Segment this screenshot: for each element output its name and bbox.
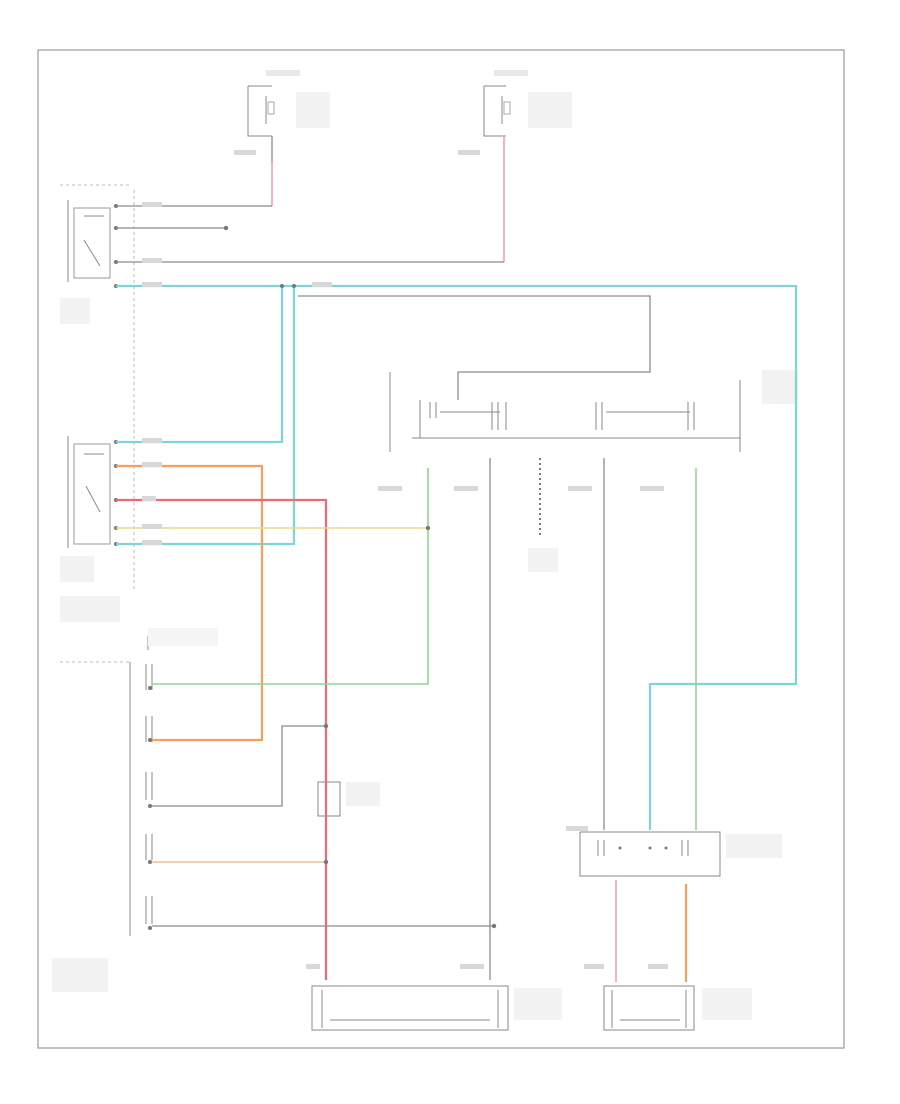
fuse-icon xyxy=(503,101,511,115)
park-relay-label xyxy=(60,556,94,582)
driver-motor-label xyxy=(514,988,562,1020)
power-relay-label xyxy=(60,298,90,324)
fuse-box-right-label xyxy=(528,92,572,128)
junction-dot xyxy=(323,723,329,729)
park-relay-note xyxy=(60,596,120,622)
wire-label xyxy=(640,486,664,491)
passenger-motor xyxy=(603,985,752,1031)
switch-header-label xyxy=(148,628,218,646)
driver-switch-label xyxy=(52,958,108,992)
wire-label xyxy=(142,462,162,467)
wire-label xyxy=(458,150,480,155)
junction-dot xyxy=(491,923,497,929)
ground-point xyxy=(528,458,558,572)
relay-body xyxy=(73,443,111,545)
wire-label xyxy=(142,258,162,263)
wire-cyan xyxy=(116,286,296,546)
junction-dot xyxy=(223,225,229,231)
wire-label xyxy=(142,496,156,501)
park-relay xyxy=(60,436,120,622)
resistor-body xyxy=(317,781,341,817)
wire-label xyxy=(568,486,592,491)
wire-label xyxy=(312,282,332,287)
wire-label xyxy=(460,964,484,969)
driver-memory-switch xyxy=(389,370,798,452)
wire-label xyxy=(142,524,162,529)
resistor-module xyxy=(317,781,380,817)
passenger-switch xyxy=(579,831,782,877)
passenger-motor-label xyxy=(702,988,752,1020)
fuse-icon xyxy=(267,101,275,115)
junction-dot xyxy=(323,859,329,865)
wire-label xyxy=(142,202,162,207)
wire-label xyxy=(566,826,588,831)
junction-dot xyxy=(280,284,284,288)
fuse-box-left-label xyxy=(296,92,330,128)
switch-contact xyxy=(145,664,153,690)
diagram-frame xyxy=(37,49,845,1049)
switch-contact xyxy=(145,772,153,808)
fuse-box-right-header xyxy=(494,70,528,76)
driver-motor xyxy=(311,985,562,1031)
passenger-switch-label xyxy=(726,834,782,858)
wire-label xyxy=(234,150,256,155)
fuse-box-left xyxy=(247,70,330,137)
driver-motor-body xyxy=(311,985,509,1031)
fuse-box-right xyxy=(483,70,572,137)
resistor-label xyxy=(346,782,380,806)
driver-door-switch xyxy=(52,628,218,992)
wire-green xyxy=(152,468,429,685)
wire-cyan xyxy=(116,286,284,444)
driver-memory-switch-label xyxy=(762,370,798,404)
wire-gray xyxy=(298,295,651,400)
wire-label xyxy=(648,964,668,969)
wire-label xyxy=(584,964,604,969)
wire-label xyxy=(378,486,402,491)
passenger-motor-body xyxy=(603,985,695,1031)
relay-body xyxy=(73,207,111,279)
switch-contact xyxy=(145,716,153,742)
junction-dot xyxy=(292,284,296,288)
wire-red xyxy=(116,498,328,980)
wire-cyan xyxy=(116,284,798,830)
wire-orange xyxy=(116,464,264,742)
wire-label xyxy=(306,964,320,969)
wire-label xyxy=(142,438,162,443)
fuse-box-left-header xyxy=(266,70,300,76)
switch-contact xyxy=(145,834,153,864)
wire-label xyxy=(454,486,478,491)
junction-dot xyxy=(425,525,431,531)
wire-gray xyxy=(152,725,326,807)
ground-label xyxy=(528,548,558,572)
wire-label xyxy=(142,540,162,545)
switch-contact xyxy=(145,896,153,930)
wire-label xyxy=(142,282,162,287)
